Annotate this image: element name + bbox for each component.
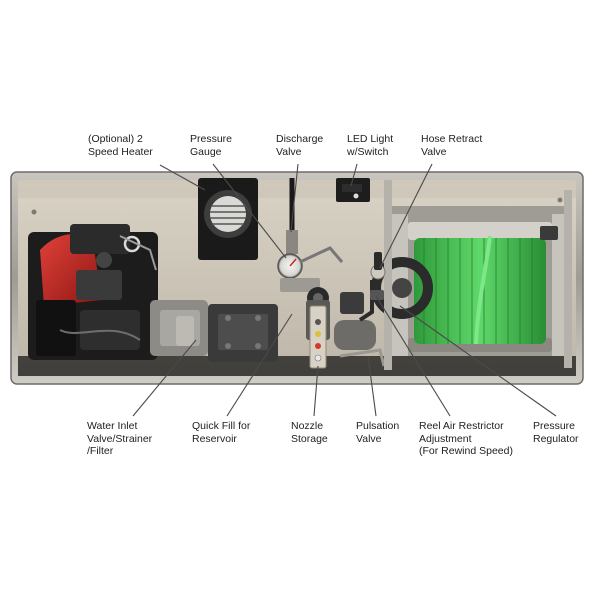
label-pressure-gauge: Pressure Gauge: [190, 133, 233, 158]
engine: [28, 224, 158, 360]
label-pulsation-valve: Pulsation Valve: [356, 420, 400, 445]
nozzle-storage-plate: [309, 305, 327, 369]
label-led-light: LED Light w/Switch: [347, 133, 394, 158]
label-heater: (Optional) 2 Speed Heater: [88, 133, 153, 158]
pulsation-valve-assembly: [334, 292, 386, 367]
hose-reel: [371, 180, 572, 370]
label-discharge-valve: Discharge Valve: [276, 133, 324, 158]
pump-assembly: [150, 300, 278, 362]
label-water-inlet: Water Inlet Valve/Strainer /Filter: [87, 420, 153, 457]
heater-vent: [198, 178, 258, 260]
label-hose-retract: Hose Retract Valve: [421, 133, 483, 158]
label-reel-air-restrictor: Reel Air Restrictor Adjustment (For Rewi…: [419, 420, 513, 457]
label-quick-fill: Quick Fill for Reservoir: [192, 420, 251, 445]
label-nozzle-storage: Nozzle Storage: [291, 420, 328, 445]
led-light-box: [336, 178, 370, 202]
label-pressure-regulator: Pressure Regulator: [533, 420, 579, 445]
